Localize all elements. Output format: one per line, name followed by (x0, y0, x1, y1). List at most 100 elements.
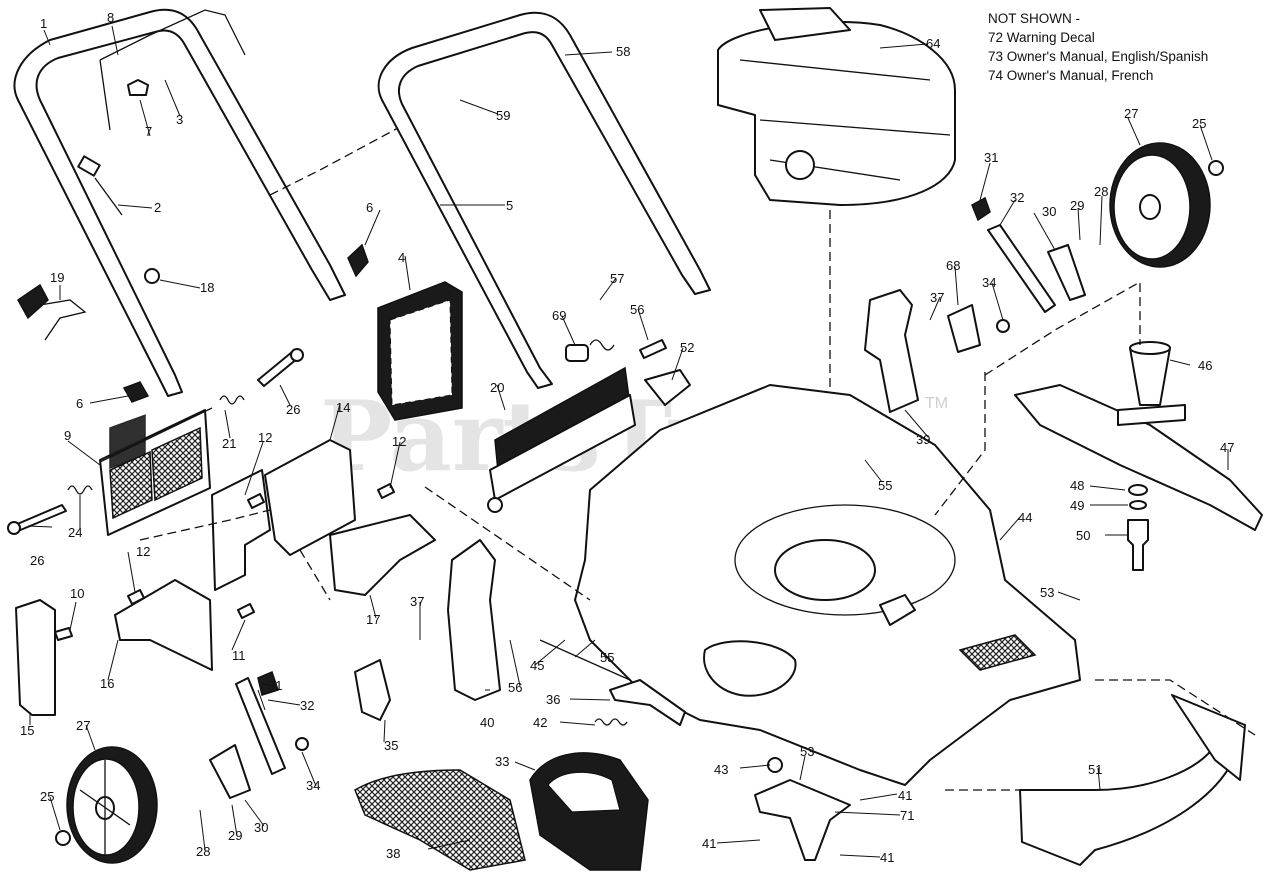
clip-part-6-lower (122, 381, 150, 403)
callout-29-rear: 29 (1070, 198, 1084, 213)
callout-9: 9 (64, 428, 71, 443)
callout-27-rear: 27 (1124, 106, 1138, 121)
callout-56-lower: 56 (508, 680, 522, 695)
bracket-part-30-front (209, 744, 251, 799)
callout-28-front: 28 (196, 844, 210, 859)
bushing-part-34-front (295, 737, 309, 751)
callout-36: 36 (546, 692, 560, 707)
lever-part-32-front (235, 677, 286, 775)
handle-knob-part-19 (17, 283, 87, 341)
spring-part-42 (594, 718, 628, 726)
callout-14: 14 (336, 400, 350, 415)
bracket-part-36 (609, 679, 686, 726)
callout-64: 64 (926, 36, 940, 51)
rod-part-26-upper (257, 348, 304, 387)
upper-handle-part-58 (377, 11, 711, 389)
blade-adapter-part-46 (1117, 341, 1186, 426)
cable-part-2 (77, 155, 123, 216)
mulch-cover-part-38 (354, 769, 526, 871)
callout-55-upper: 55 (878, 478, 892, 493)
callout-40: 40 (480, 715, 494, 730)
screw-part-10 (54, 627, 73, 641)
wheel-part-27-rear (1109, 142, 1211, 268)
rear-outline-line (945, 679, 1256, 791)
callout-32-rear: 32 (1010, 190, 1024, 205)
callout-47: 47 (1220, 440, 1234, 455)
screw-part-12c (127, 589, 145, 605)
callout-41-a: 41 (898, 788, 912, 803)
not-shown-list: NOT SHOWN - 72 Warning Decal 73 Owner's … (988, 11, 1208, 83)
hinge-rod-part-20 (487, 366, 636, 513)
callout-12-a: 12 (258, 430, 272, 445)
clip-part-6-upper (347, 243, 369, 278)
callout-21: 21 (222, 436, 236, 451)
callout-71: 71 (900, 808, 914, 823)
callout-69: 69 (552, 308, 566, 323)
watermark-tm: TM (925, 395, 948, 412)
washer-part-49 (1129, 500, 1147, 510)
plate-part-68 (947, 304, 981, 353)
callout-49: 49 (1070, 498, 1084, 513)
callout-25-front: 25 (40, 789, 54, 804)
nut-part-25-front (55, 830, 71, 846)
assembly-line-c (269, 127, 399, 196)
callout-1: 1 (40, 16, 47, 31)
callout-11: 11 (232, 648, 246, 663)
callout-10: 10 (70, 586, 84, 601)
assembly-line-b (934, 372, 986, 516)
screw-part-12a (247, 493, 265, 509)
callout-48: 48 (1070, 478, 1084, 493)
spring-part-31-rear (971, 196, 991, 222)
bracket-part-69 (565, 344, 589, 362)
blade-part-47 (1014, 384, 1263, 531)
callout-44: 44 (1018, 510, 1032, 525)
leader-lines (27, 25, 1229, 858)
callout-26-lower: 26 (30, 553, 44, 568)
callout-55-lower: 55 (600, 650, 614, 665)
callout-68: 68 (946, 258, 960, 273)
nut-part-25-rear (1208, 160, 1224, 176)
callout-26-upper: 26 (286, 402, 300, 417)
mulch-plate-part-16 (114, 579, 213, 671)
callout-2: 2 (154, 200, 161, 215)
not-shown-item-72: 72 Warning Decal (988, 30, 1095, 45)
rear-deflector-part-51 (1019, 694, 1246, 866)
callout-56-upper: 56 (630, 302, 644, 317)
callout-42: 42 (533, 715, 547, 730)
bolt-part-7 (127, 79, 149, 96)
callout-41-b: 41 (702, 836, 716, 851)
engine-part-64 (717, 7, 956, 206)
plate-part-35 (354, 659, 391, 721)
height-adjuster-front (209, 670, 309, 799)
not-shown-header: NOT SHOWN - (988, 11, 1080, 26)
callout-45: 45 (530, 658, 544, 673)
callout-3: 3 (176, 112, 183, 127)
callout-12-c: 12 (136, 544, 150, 559)
callout-labels: 1 8 7 3 2 19 18 6 6 9 21 26 26 24 12 12 … (20, 10, 1234, 865)
callout-29-front: 29 (228, 828, 242, 843)
bracket-part-71 (754, 779, 851, 861)
callout-39: 39 (916, 432, 930, 447)
bag-frame-part-4 (377, 281, 463, 421)
callout-52: 52 (680, 340, 694, 355)
spring-part-21 (219, 395, 245, 405)
callout-16: 16 (100, 676, 114, 691)
callout-33: 33 (495, 754, 509, 769)
callout-34-rear: 34 (982, 275, 996, 290)
callout-34-front: 34 (306, 778, 320, 793)
tab-part-52 (644, 369, 691, 406)
housing-cover-part-33 (529, 752, 649, 871)
callout-32-front: 32 (300, 698, 314, 713)
callout-5: 5 (506, 198, 513, 213)
screw-part-11 (237, 603, 255, 619)
blade-bolt-part-50 (1127, 519, 1149, 571)
callout-53-front: 53 (800, 744, 814, 759)
callout-6-upper: 6 (366, 200, 373, 215)
callout-51: 51 (1088, 762, 1102, 777)
callout-30-rear: 30 (1042, 204, 1056, 219)
nut-part-18 (144, 268, 160, 284)
callout-28-rear: 28 (1094, 184, 1108, 199)
callout-18: 18 (200, 280, 214, 295)
bracket-part-30-rear (1047, 244, 1086, 301)
